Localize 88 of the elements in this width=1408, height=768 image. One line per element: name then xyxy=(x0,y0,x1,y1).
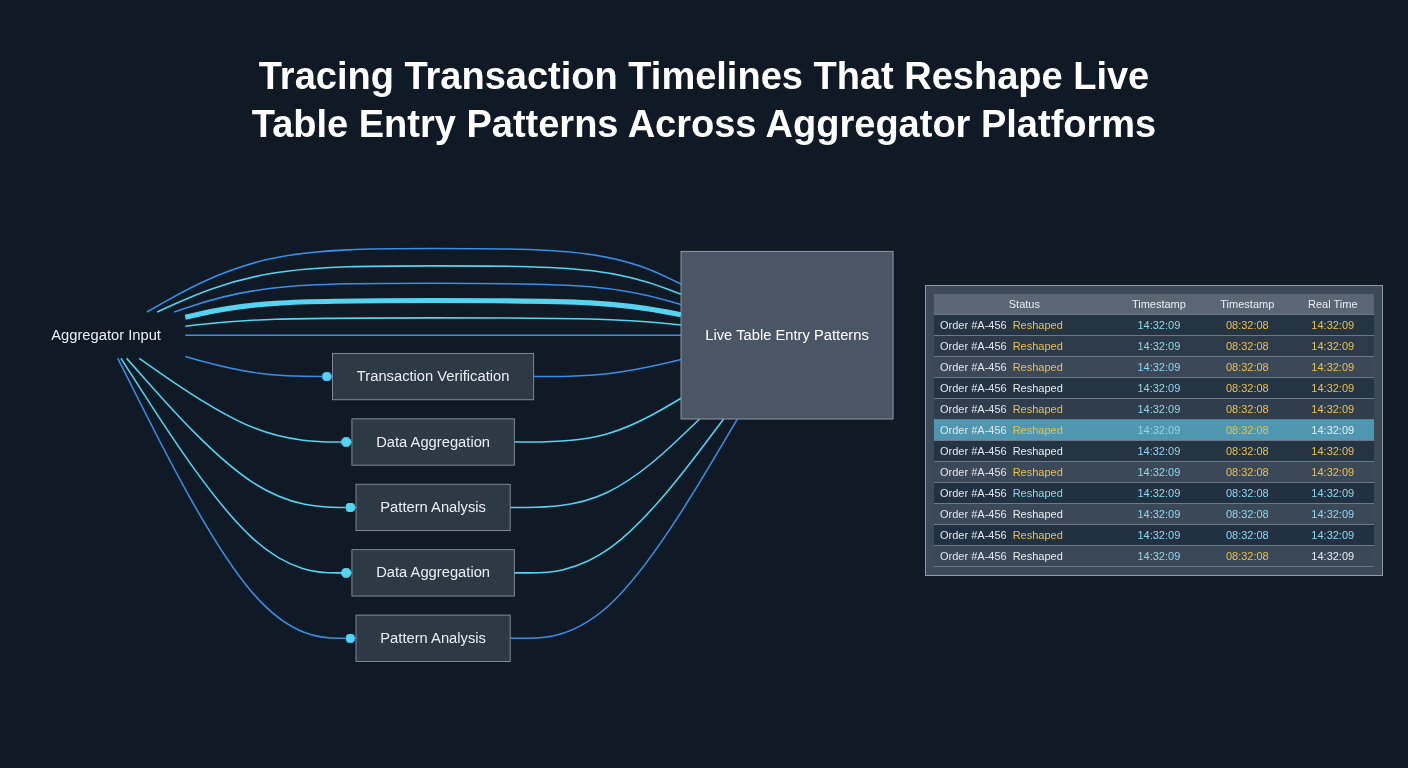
status-text: Reshaped xyxy=(1012,487,1063,499)
timestamp-value: 14:32:09 xyxy=(1291,503,1374,525)
status-text: Reshaped xyxy=(1012,508,1063,520)
order-id: Order #A-456 xyxy=(940,340,1007,352)
timestamp-value: 08:32:08 xyxy=(1203,461,1292,483)
timestamp-value: 08:32:08 xyxy=(1203,524,1292,546)
diagram-title: Tracing Transaction Timelines That Reshape Live Table Entry Patterns Across Aggregator Platforms xyxy=(250,54,1158,147)
timestamp-value: 14:32:09 xyxy=(1114,335,1204,357)
timestamp-value: 14:32:09 xyxy=(1114,482,1204,504)
timestamp-value: 14:32:09 xyxy=(1291,398,1374,420)
status-text: Reshaped xyxy=(1012,445,1063,457)
order-id: Order #A-456 xyxy=(940,445,1007,457)
timestamp-value: 14:32:09 xyxy=(1291,335,1374,357)
timestamp-value: 08:32:08 xyxy=(1203,440,1292,462)
timestamp-value: 14:32:09 xyxy=(1291,524,1374,546)
connector-line xyxy=(156,265,682,313)
timestamp-value: 08:32:08 xyxy=(1203,545,1292,567)
input-label: Aggregator Input xyxy=(51,324,161,347)
timestamp-value: 14:32:09 xyxy=(1291,482,1374,504)
timestamp-value: 14:32:09 xyxy=(1114,356,1204,378)
timestamp-value: 14:32:09 xyxy=(1291,461,1374,483)
connector-line xyxy=(509,418,701,509)
timestamp-value: 14:32:09 xyxy=(1114,419,1204,441)
order-id: Order #A-456 xyxy=(940,529,1007,541)
status-text: Reshaped xyxy=(1012,382,1063,394)
order-id: Order #A-456 xyxy=(940,466,1007,478)
status-text: Reshaped xyxy=(1012,340,1063,352)
timestamp-value: 08:32:08 xyxy=(1203,503,1292,525)
status-text: Reshaped xyxy=(1012,466,1063,478)
timestamp-value: 08:32:08 xyxy=(1203,314,1292,336)
connector-line xyxy=(184,334,682,336)
order-id: Order #A-456 xyxy=(940,508,1007,520)
order-id: Order #A-456 xyxy=(940,424,1007,436)
process-box: Data Aggregation xyxy=(351,549,515,597)
column-header: Timestamp xyxy=(1203,294,1292,315)
timestamp-value: 14:32:09 xyxy=(1291,419,1374,441)
order-id: Order #A-456 xyxy=(940,487,1007,499)
connector-line xyxy=(120,357,353,579)
timestamp-value: 14:32:09 xyxy=(1114,440,1204,462)
timestamp-value: 14:32:09 xyxy=(1114,545,1204,567)
timestamp-value: 14:32:09 xyxy=(1291,440,1374,462)
connector-line xyxy=(125,357,357,513)
timestamp-value: 14:32:09 xyxy=(1114,314,1204,336)
process-box: Pattern Analysis xyxy=(355,614,511,662)
timestamp-value: 08:32:08 xyxy=(1203,398,1292,420)
timestamp-value: 14:32:09 xyxy=(1114,377,1204,399)
process-box: Transaction Verification xyxy=(332,352,535,401)
timestamp-value: 08:32:08 xyxy=(1203,377,1292,399)
timestamp-value: 14:32:09 xyxy=(1114,461,1204,483)
process-box: Pattern Analysis xyxy=(355,483,511,532)
connector-line xyxy=(138,357,353,448)
status-text: Reshaped xyxy=(1012,550,1063,562)
panel-header-box: Live Table Entry Patterns xyxy=(680,250,894,420)
timestamp-value: 08:32:08 xyxy=(1203,419,1292,441)
connector-line xyxy=(146,247,682,313)
timestamp-value: 14:32:09 xyxy=(1291,545,1374,567)
connector-line xyxy=(532,358,682,378)
column-header: Status xyxy=(934,294,1115,315)
connector-line xyxy=(184,317,682,327)
order-id: Order #A-456 xyxy=(940,319,1007,331)
connector-line xyxy=(509,418,739,640)
connector-line xyxy=(513,397,682,443)
timestamp-value: 14:32:09 xyxy=(1114,398,1204,420)
status-text: Reshaped xyxy=(1012,403,1063,415)
connector-line xyxy=(184,355,334,382)
status-text: Reshaped xyxy=(1012,424,1063,436)
connector-line xyxy=(513,418,725,574)
order-id: Order #A-456 xyxy=(940,550,1007,562)
column-header: Timestamp xyxy=(1114,294,1204,315)
order-id: Order #A-456 xyxy=(940,361,1007,373)
connector-line xyxy=(184,297,682,320)
status-text: Reshaped xyxy=(1012,529,1063,541)
status-text: Reshaped xyxy=(1012,319,1063,331)
order-id: Order #A-456 xyxy=(940,403,1007,415)
timestamp-value: 14:32:09 xyxy=(1291,356,1374,378)
connector-line xyxy=(173,282,682,313)
status-text: Reshaped xyxy=(1012,361,1063,373)
timestamp-value: 14:32:09 xyxy=(1114,524,1204,546)
order-id: Order #A-456 xyxy=(940,382,1007,394)
timestamp-value: 14:32:09 xyxy=(1291,377,1374,399)
column-header: Real Time xyxy=(1291,294,1374,315)
timestamp-value: 08:32:08 xyxy=(1203,356,1292,378)
timestamp-value: 08:32:08 xyxy=(1203,335,1292,357)
timestamp-value: 08:32:08 xyxy=(1203,482,1292,504)
process-box: Data Aggregation xyxy=(351,418,515,466)
timestamp-value: 14:32:09 xyxy=(1114,503,1204,525)
timestamp-value: 14:32:09 xyxy=(1291,314,1374,336)
connector-line xyxy=(117,357,357,644)
